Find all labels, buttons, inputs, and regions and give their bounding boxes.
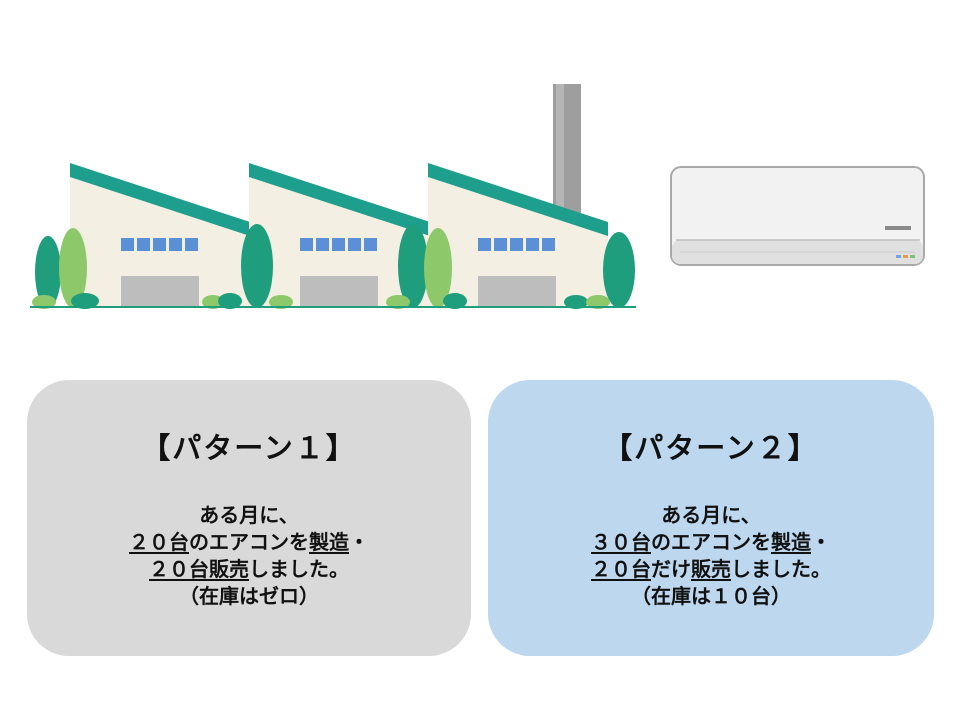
inventory-note: （在庫はゼロ） <box>179 584 319 608</box>
text-segment: しました。 <box>731 557 831 581</box>
text-segment: ・ <box>811 530 831 554</box>
text-segment: のエアコンを <box>651 530 771 554</box>
text-segment: しました。 <box>249 557 349 581</box>
manufacture-keyword: 製造 <box>771 530 811 554</box>
pattern-2-line-3: ２０台だけ販売しました。 <box>488 556 934 583</box>
text-segment: だけ <box>651 557 691 581</box>
quantity-manufactured: ３０台 <box>591 530 651 554</box>
pattern-1-line-4: （在庫はゼロ） <box>27 583 471 610</box>
pattern-1-description: ある月に、 ２０台のエアコンを製造・ ２０台販売しました。 （在庫はゼロ） <box>27 502 471 610</box>
inventory-note: （在庫は１０台） <box>631 584 791 608</box>
pattern-1-card: 【パターン１】 ある月に、 ２０台のエアコンを製造・ ２０台販売しました。 （在… <box>27 380 471 656</box>
pattern-1-line-2: ２０台のエアコンを製造・ <box>27 529 471 556</box>
illustration-area <box>30 84 925 309</box>
pattern-2-description: ある月に、 ３０台のエアコンを製造・ ２０台だけ販売しました。 （在庫は１０台） <box>488 502 934 610</box>
pattern-2-card: 【パターン２】 ある月に、 ３０台のエアコンを製造・ ２０台だけ販売しました。 … <box>488 380 934 656</box>
pattern-1-line-1: ある月に、 <box>27 502 471 529</box>
pattern-1-title: 【パターン１】 <box>141 431 357 465</box>
pattern-2-line-4: （在庫は１０台） <box>488 583 934 610</box>
pattern-2-line-1: ある月に、 <box>488 502 934 529</box>
text-segment: のエアコンを <box>189 530 309 554</box>
quantity-manufactured: ２０台 <box>129 530 189 554</box>
pattern-2-title: 【パターン２】 <box>603 431 819 465</box>
text-segment: ・ <box>349 530 369 554</box>
pattern-1-line-3: ２０台販売しました。 <box>27 556 471 583</box>
text-segment: ある月に、 <box>199 503 299 527</box>
text-segment: ある月に、 <box>661 503 761 527</box>
quantity-sold: ２０台 <box>149 557 209 581</box>
pattern-2-line-2: ３０台のエアコンを製造・ <box>488 529 934 556</box>
manufacture-keyword: 製造 <box>309 530 349 554</box>
quantity-sold: ２０台 <box>591 557 651 581</box>
factory-icon <box>30 84 636 309</box>
sales-keyword: 販売 <box>691 557 731 581</box>
sales-keyword: 販売 <box>209 557 249 581</box>
air-conditioner-icon <box>670 166 925 266</box>
